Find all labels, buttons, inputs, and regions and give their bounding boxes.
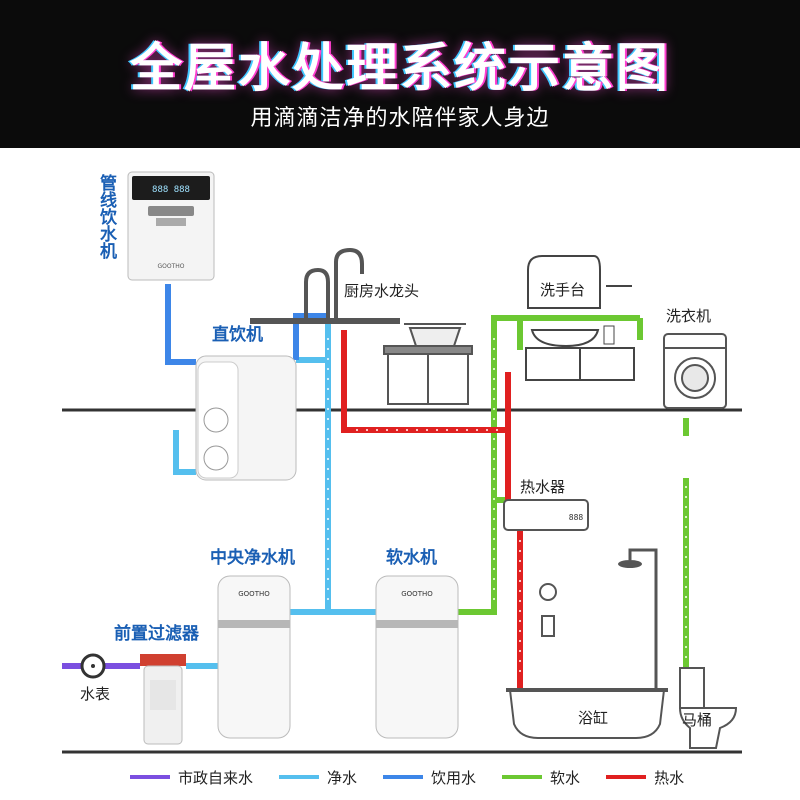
washing-machine-icon [663, 333, 727, 409]
drinker-brand-text: GOOTHO [158, 263, 185, 270]
pot-icon [404, 323, 466, 347]
legend-item-soft: 软水 [502, 767, 580, 788]
legend-label: 热水 [654, 768, 685, 787]
bathtub-icon [506, 688, 668, 739]
label-pre-filter: 前置过滤器 [114, 624, 199, 644]
kitchen-cabinet [383, 345, 473, 405]
legend-label: 市政自来水 [178, 768, 254, 787]
legend-label: 软水 [550, 768, 581, 787]
kitchen-counter [250, 318, 400, 324]
page-subtitle: 用滴滴洁净的水陪伴家人身边 [250, 106, 550, 131]
drinker-display-readout: 888 888 [152, 185, 190, 195]
direct-drinker-unit [195, 355, 297, 481]
page-title: 全屋水处理系统示意图 [129, 39, 670, 99]
water-heater-icon [503, 499, 589, 531]
label-direct-drinker: 直饮机 [212, 325, 263, 345]
heater-display: 888 [569, 513, 584, 522]
pipeline-drinker [127, 171, 215, 281]
legend-item-municipal: 市政自来水 [130, 767, 253, 788]
label-bathtub: 浴缸 [578, 709, 609, 727]
label-washer: 洗衣机 [666, 307, 712, 325]
label-softener: 软水机 [386, 548, 437, 568]
pre-filter-unit [140, 654, 186, 745]
label-kitchen-faucet: 厨房水龙头 [344, 282, 420, 300]
legend-swatch [606, 775, 647, 779]
label-pipeline-drinker: 管线饮水机 [100, 174, 117, 262]
label-water-meter: 水表 [80, 685, 111, 703]
legend-swatch [383, 775, 424, 779]
toilet-icon [678, 667, 738, 749]
label-central-purifier: 中央净水机 [210, 548, 295, 568]
legend-label: 净水 [327, 768, 358, 787]
title-banner [0, 0, 800, 148]
water-meter-icon [80, 653, 106, 679]
softener-brand: GOOTHO [401, 590, 433, 598]
drinking-water-pipe [165, 284, 330, 365]
purified-water-pipe [173, 318, 380, 669]
legend-swatch [502, 775, 543, 779]
legend-item-hot: 热水 [606, 767, 684, 788]
legend-swatch [130, 775, 170, 779]
legend-label: 饮用水 [431, 768, 477, 787]
washbasin-icon [525, 329, 635, 381]
softener-unit [375, 575, 459, 739]
kitchen-faucet-icon [304, 247, 364, 318]
legend-swatch [279, 775, 320, 779]
legend-item-drinking: 饮用水 [383, 767, 476, 788]
mirror-icon [527, 255, 601, 309]
bathroom-accessory-icons [539, 583, 557, 637]
label-water-heater: 热水器 [520, 478, 566, 496]
label-washbasin: 洗手台 [540, 281, 586, 299]
soft-water-pipe [458, 315, 689, 668]
label-toilet: 马桶 [682, 711, 713, 729]
legend-item-purified: 净水 [279, 767, 357, 788]
central-purifier-unit [217, 575, 291, 739]
central-purifier-brand: GOOTHO [238, 590, 270, 598]
shower-icon [628, 548, 658, 690]
legend: 市政自来水 净水 饮用水 软水 热水 [130, 766, 710, 788]
